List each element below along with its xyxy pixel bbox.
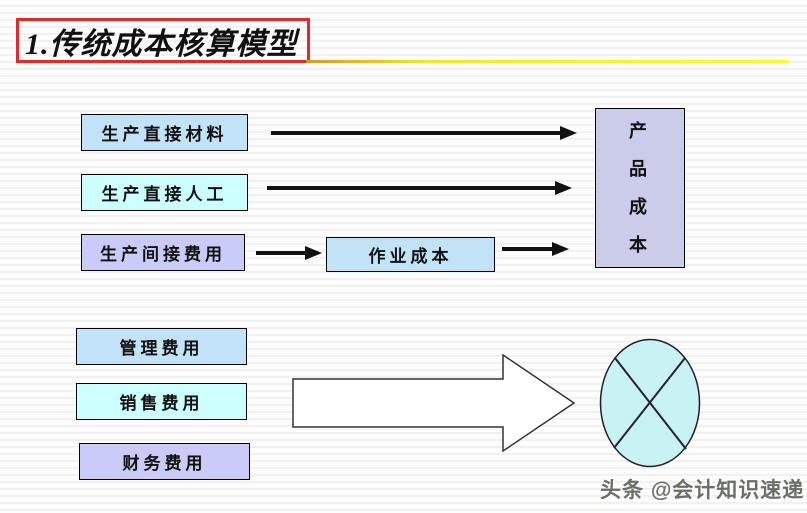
box-product-cost: 产 品 成 本	[595, 108, 685, 268]
watermark-text: 头条 @会计知识速递	[600, 479, 805, 502]
big-hollow-arrow-icon	[292, 353, 576, 453]
crossed-ellipse-icon	[599, 338, 701, 468]
box-activity-cost: 作业成本	[326, 237, 495, 272]
box-admin-expense-label: 管理费用	[119, 339, 204, 358]
box-indirect-overhead-label: 生产间接费用	[100, 245, 226, 264]
arrow-labor-to-product-icon	[267, 181, 572, 195]
arrow-materials-to-product-icon	[271, 126, 577, 140]
arrow-activity-to-product-icon	[502, 242, 569, 256]
box-selling-expense: 销售费用	[76, 383, 247, 420]
box-selling-expense-label: 销售费用	[119, 394, 204, 413]
box-direct-labor: 生产直接人工	[81, 174, 248, 211]
box-direct-labor-label: 生产直接人工	[101, 185, 228, 204]
box-finance-expense-label: 财务费用	[122, 454, 207, 473]
box-direct-materials-label: 生产直接材料	[101, 125, 228, 144]
arrow-overhead-to-activity-icon	[256, 246, 322, 260]
box-product-cost-label: 产 品 成 本	[629, 121, 651, 255]
box-activity-cost-label: 作业成本	[368, 247, 453, 266]
slide-title: 1.传统成本核算模型	[25, 27, 298, 61]
box-finance-expense: 财务费用	[79, 443, 250, 480]
box-direct-materials: 生产直接材料	[81, 114, 248, 151]
title-underline	[306, 60, 789, 63]
box-admin-expense: 管理费用	[76, 328, 247, 365]
slide-title-box: 1.传统成本核算模型	[16, 18, 310, 63]
box-indirect-overhead: 生产间接费用	[81, 234, 245, 271]
